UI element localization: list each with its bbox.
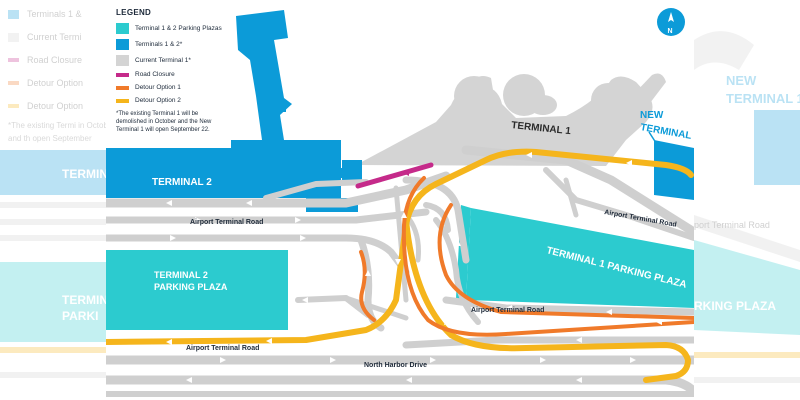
new-terminal1 (654, 140, 694, 200)
ghost-new-label-1: NEW (726, 73, 757, 88)
ghost-legend-label: Detour Option (27, 78, 84, 88)
background-left: Terminals 1 & Current Termi Road Closure… (0, 0, 106, 400)
legend-note: *The existing Terminal 1 will be demolis… (116, 111, 212, 133)
ghost-left-shapes: TERMINAL TERMIN PARKI (0, 150, 106, 378)
ghost-road-label: port Terminal Road (694, 220, 770, 230)
ghost-new-terminal (754, 110, 800, 185)
map-svg: TERMINAL 2 TERMINAL 2 PARKING PLAZA TERM… (106, 8, 694, 397)
legend-label: Detour Option 2 (135, 97, 181, 104)
ghost-legend-note: *The existing Termi in October and th op… (8, 121, 106, 143)
terminal2 (106, 10, 362, 212)
legend-item: Detour Option 2 (116, 97, 228, 105)
legend-label: Current Terminal 1* (135, 56, 191, 64)
ghost-terminal2-label: TERMINAL (62, 167, 106, 181)
road-label-top-left: Airport Terminal Road (190, 219, 263, 226)
legend-item: Terminal 1 & 2 Parking Plazas (116, 23, 228, 34)
terminal2-label: TERMINAL 2 (152, 177, 212, 188)
road-label-center: Airport Terminal Road (471, 307, 544, 314)
ghost-parking-label-1: TERMIN (62, 293, 106, 307)
legend-item: Current Terminal 1* (116, 55, 228, 66)
legend-swatch-closure (116, 73, 129, 77)
ghost-parking-label-2: PARKI (62, 309, 98, 323)
ghost-terminal2 (0, 150, 106, 195)
road-closure (355, 162, 434, 189)
legend-label: Road Closure (135, 71, 175, 78)
direction-arrows (166, 152, 662, 383)
main-map: TERMINAL 2 TERMINAL 2 PARKING PLAZA TERM… (106, 0, 694, 400)
ghost-swatch (8, 104, 19, 108)
ghost-legend-row: Current Termi (8, 28, 106, 46)
legend: LEGEND Terminal 1 & 2 Parking Plazas Ter… (116, 8, 228, 134)
t2-parking-label-1: TERMINAL 2 (154, 270, 208, 280)
ghost-legend-row: Road Closure (8, 51, 106, 69)
north-harbor-label: North Harbor Drive (364, 362, 427, 369)
ghost-swatch (8, 58, 19, 62)
legend-swatch-parking (116, 23, 129, 34)
new-terminal1-label-1: NEW (640, 110, 664, 121)
compass-north-label: N (668, 28, 673, 35)
new-terminal1-label-2: TERMINAL 1 (639, 122, 694, 143)
ghost-swatch (8, 32, 19, 42)
legend-item: Terminals 1 & 2* (116, 39, 228, 50)
detour-option-1 (359, 176, 694, 337)
legend-swatch-detour2 (116, 99, 129, 103)
ghost-legend-label: Road Closure (27, 55, 83, 65)
ghost-parking (0, 262, 106, 342)
ghost-legend-label: Terminals 1 & (27, 9, 82, 19)
ghost-legend-row: Terminals 1 & (8, 5, 106, 23)
legend-label: Terminals 1 & 2* (135, 40, 183, 48)
compass: N (657, 8, 685, 36)
ghost-legend-label: Detour Option (27, 101, 84, 111)
detour-option-2 (106, 148, 694, 383)
ghost-swatch (8, 9, 19, 19)
ghost-legend-row: Detour Option (8, 97, 106, 115)
legend-title: LEGEND (116, 8, 152, 17)
terminal1-parking-plaza (466, 208, 694, 308)
ghost-new-label-2: TERMINAL 1 (726, 91, 800, 106)
legend-item: Detour Option 1 (116, 84, 228, 92)
road-label-bottom-left: Airport Terminal Road (186, 345, 259, 352)
ghost-legend-label: Current Termi (27, 32, 82, 42)
ghost-t1-parking (694, 240, 800, 335)
legend-swatch-current-t1 (116, 55, 129, 66)
background-right: NEW TERMINAL 1 port Terminal Road RKING … (694, 0, 800, 400)
legend-swatch-terminals (116, 39, 129, 50)
ghost-swatch (8, 81, 19, 85)
compass-icon (657, 8, 685, 36)
new-terminal1-pointer (648, 131, 659, 147)
t2-parking-label-2: PARKING PLAZA (154, 282, 228, 292)
terminal2-parking-plaza (106, 250, 288, 330)
ghost-legend: Terminals 1 & Current Termi Road Closure… (8, 0, 106, 145)
legend-label: Terminal 1 & 2 Parking Plazas (135, 24, 222, 32)
current-terminal1 (356, 73, 666, 166)
ghost-right-shapes: NEW TERMINAL 1 port Terminal Road RKING … (694, 31, 800, 383)
ghost-parking-label: RKING PLAZA (694, 299, 776, 313)
legend-item: Road Closure (116, 71, 228, 79)
legend-swatch-detour1 (116, 86, 129, 90)
legend-label: Detour Option 1 (135, 84, 181, 91)
ghost-legend-row: Detour Option (8, 74, 106, 92)
